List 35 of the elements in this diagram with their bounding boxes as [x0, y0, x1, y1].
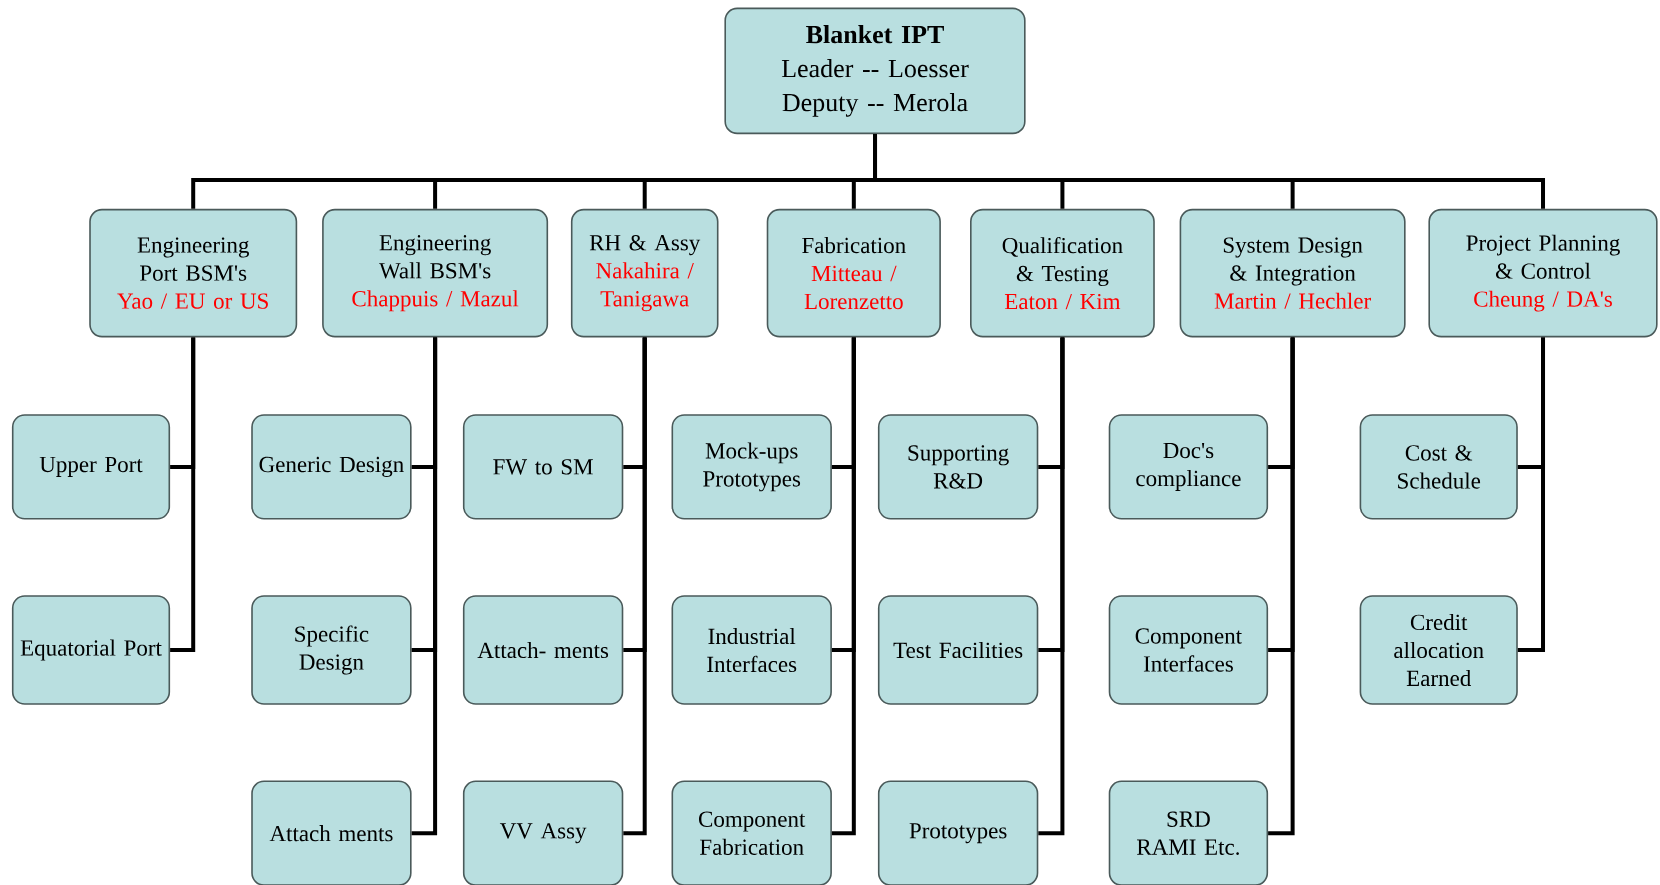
connector-line — [1038, 337, 1065, 836]
connector-line — [873, 134, 1545, 209]
org-box: Cost & Schedule — [1359, 414, 1518, 520]
org-box: Qualification & Testing Eaton / Kim — [970, 208, 1155, 338]
org-box: Component Fabrication — [671, 780, 832, 885]
org-box: Equatorial Port — [11, 595, 171, 705]
connector-line — [1517, 337, 1545, 652]
org-box: Fabrication Mitteau / Lorenzetto — [766, 208, 941, 338]
org-box: System Design & Integration Martin / Hechler — [1179, 208, 1406, 338]
org-box: SRD RAMI Etc. — [1108, 780, 1269, 885]
org-box: Test Facilities — [877, 595, 1039, 705]
org-box: Engineering Port BSM's Yao / EU or US — [89, 208, 298, 338]
org-box: Credit allocation Earned — [1359, 595, 1518, 705]
connector-line — [411, 337, 438, 836]
connector-line — [1268, 337, 1295, 836]
org-box: Prototypes — [877, 780, 1039, 885]
org-box: Generic Design — [251, 414, 412, 520]
org-box: Industrial Interfaces — [671, 595, 832, 705]
org-box: Engineering Wall BSM's Chappuis / Mazul — [322, 208, 549, 338]
org-box: FW to SM — [462, 414, 624, 520]
org-box: Blanket IPT Leader -- Loesser Deputy -- Merola — [724, 7, 1026, 135]
org-box: Upper Port — [11, 414, 171, 520]
connector-line — [170, 337, 196, 652]
org-box: Attach- ments — [462, 595, 624, 705]
org-box: Mock-ups Prototypes — [671, 414, 832, 520]
connector-line — [831, 337, 856, 836]
org-box: RH & Assy Nakahira / Tanigawa — [570, 208, 719, 338]
org-box: VV Assy — [462, 780, 624, 885]
org-box: Specific Design — [251, 595, 412, 705]
org-box: Component Interfaces — [1108, 595, 1269, 705]
org-box: Project Planning & Control Cheung / DA's — [1428, 208, 1658, 338]
org-box: Supporting R&D — [877, 414, 1039, 520]
org-box: Attach ments — [251, 780, 412, 885]
org-box: Doc's compliance — [1108, 414, 1269, 520]
connector-line — [623, 337, 647, 836]
